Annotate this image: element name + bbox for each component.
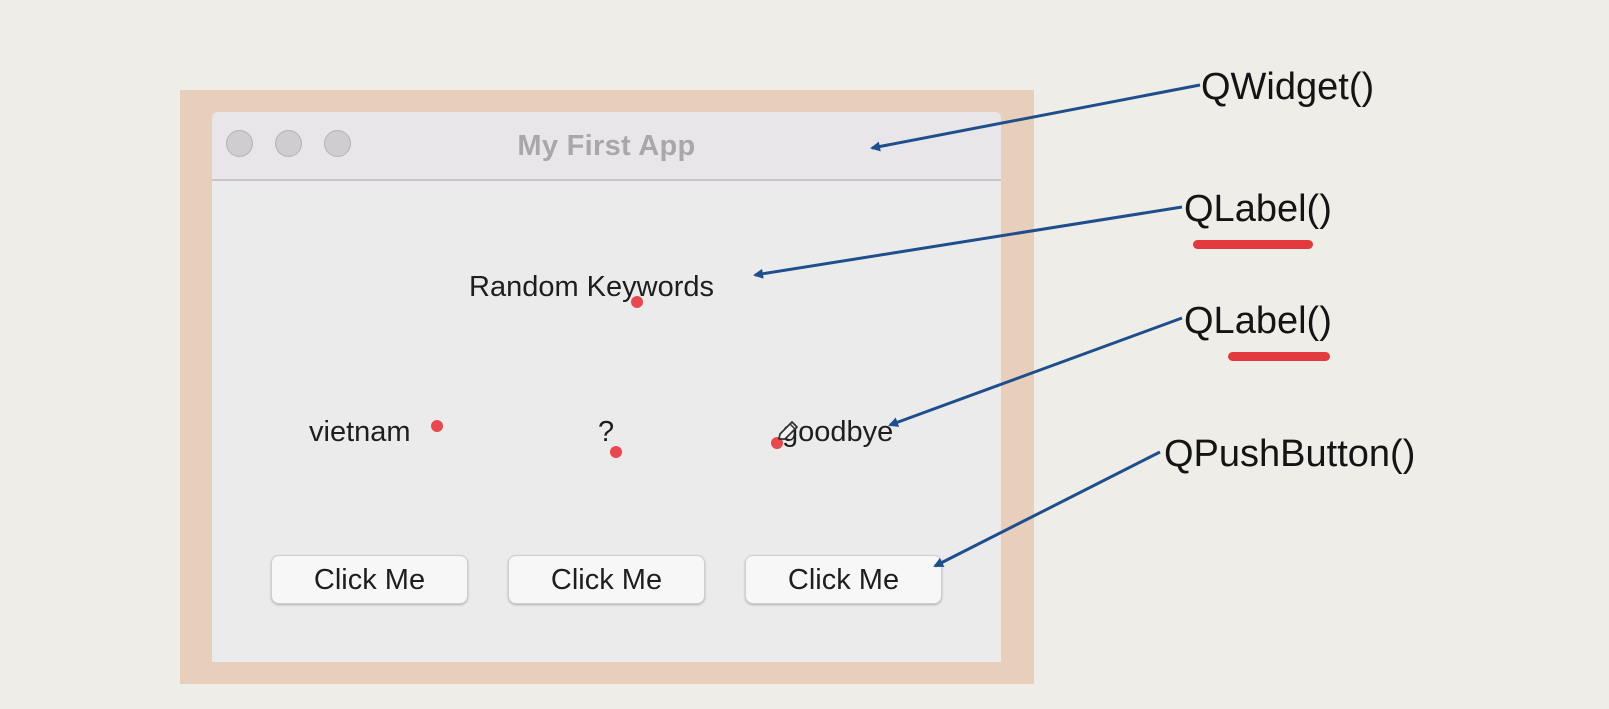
click-marker-dot [631,296,643,308]
click-me-button-2[interactable]: Click Me [508,555,705,604]
red-underline [1228,352,1330,361]
pencil-icon [778,421,798,440]
arrow-label-1 [753,205,1183,279]
right-label: goodbye [782,416,894,448]
click-me-button-1[interactable]: Click Me [271,555,468,604]
click-marker-dot [610,446,622,458]
annotation-qlabel-1: QLabel() [1184,188,1332,230]
heading-label: Random Keywords [469,271,714,303]
left-label: vietnam [309,416,411,448]
window-title: My First App [517,130,696,162]
middle-label: ? [598,416,615,448]
annotation-qpushbutton: QPushButton() [1164,433,1416,475]
click-marker-dot [771,437,783,449]
app-window: My First App Random Keywords vietnam ? g… [212,112,1001,662]
click-me-button-3[interactable]: Click Me [745,555,942,604]
arrow-push-button [933,450,1161,568]
annotation-qwidget: QWidget() [1201,66,1375,108]
annotation-qlabel-2: QLabel() [1184,300,1332,342]
minimize-window-button[interactable] [275,130,302,157]
click-marker-dot [431,420,443,432]
arrow-label-2 [888,316,1183,427]
zoom-window-button[interactable] [324,130,351,157]
title-bar: My First App [212,112,1001,181]
red-underline [1193,240,1313,249]
close-window-button[interactable] [226,130,253,157]
arrow-widget [870,83,1201,152]
